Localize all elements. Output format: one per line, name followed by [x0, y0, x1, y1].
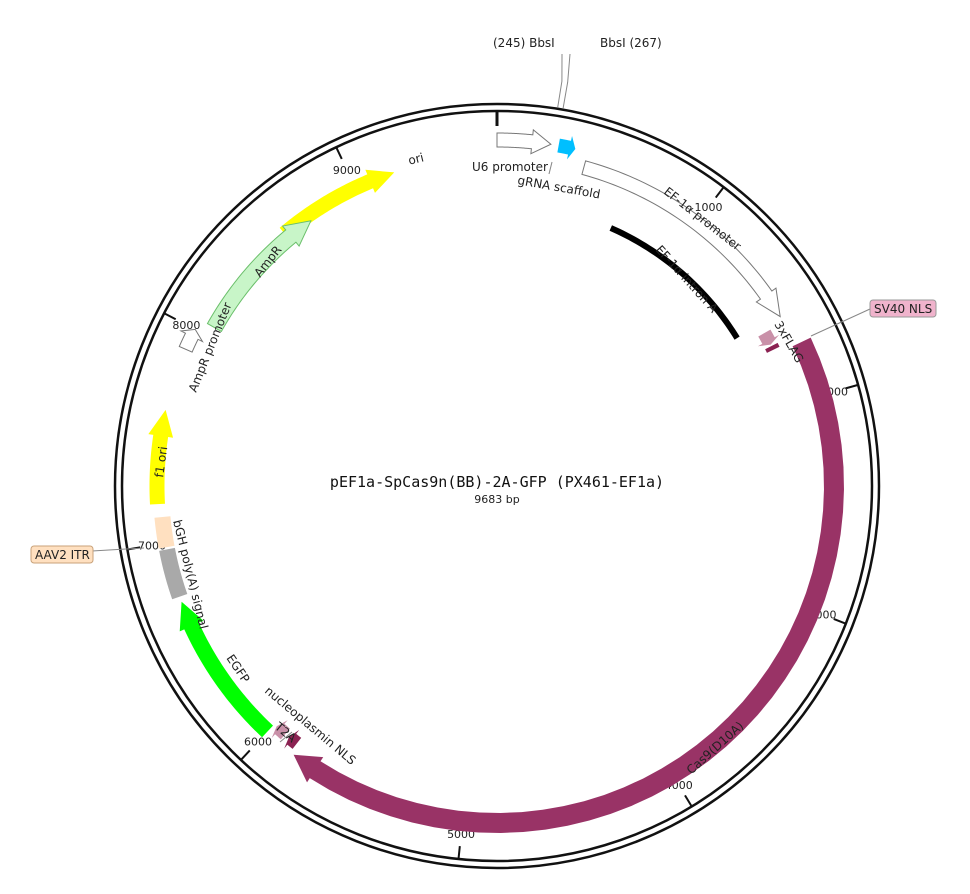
- site-label-bbsi-245[interactable]: (245) BbsI: [493, 36, 555, 50]
- feature-ef1a-intron-a[interactable]: [609, 225, 740, 340]
- feature-label-ori[interactable]: ori: [407, 150, 426, 167]
- site-leader-bbsi-267: [562, 53, 571, 109]
- callouts: SV40 NLS AAV2 ITR: [30, 299, 937, 564]
- feature-ampr-promoter[interactable]: [178, 328, 204, 353]
- plasmid-title: pEF1a-SpCas9n(BB)-2A-GFP (PX461-EF1a): [330, 473, 664, 491]
- feature-bgh-polya[interactable]: [159, 547, 188, 600]
- site-leader-bbsi-245: [557, 53, 563, 108]
- backbone-outer-ring: [113, 102, 881, 870]
- feature-label-3xflag[interactable]: 3xFLAG: [771, 319, 806, 366]
- plasmid-length: 9683 bp: [474, 493, 519, 506]
- tick-mark-5000: [457, 845, 461, 860]
- feature-t2a[interactable]: [271, 720, 290, 740]
- tick-label-8000: 8000: [172, 319, 200, 332]
- feature-f1-ori[interactable]: [148, 409, 174, 505]
- tick-mark-6000: [240, 749, 251, 761]
- restriction-sites: (245) BbsI BbsI (267): [493, 36, 662, 109]
- feature-label-u6-promoter[interactable]: U6 promoter: [472, 160, 548, 174]
- nucleoplasmin-nls-leader: [279, 731, 293, 743]
- feature-ef1a-promoter[interactable]: [581, 160, 781, 318]
- tick-mark-9000: [335, 146, 343, 160]
- feature-u6-promoter[interactable]: [496, 128, 552, 155]
- grna-scaffold-leader: [548, 161, 553, 175]
- feature-labels: ori U6 promoter gRNA scaffold EF-1α prom…: [152, 150, 806, 777]
- feature-nucleoplasmin-nls[interactable]: [284, 729, 302, 749]
- tick-mark-8000: [163, 312, 177, 321]
- feature-3xflag[interactable]: [757, 329, 780, 347]
- tick-label-1000: 1000: [695, 201, 723, 214]
- site-label-bbsi-267[interactable]: BbsI (267): [600, 36, 662, 50]
- feature-label-f1-ori[interactable]: f1 ori: [152, 445, 170, 478]
- sv40-nls-callout-box[interactable]: [869, 299, 937, 318]
- feature-label-ef1a-intron-a[interactable]: EF-1α intron A: [653, 243, 721, 316]
- sv40-nls-callout-label[interactable]: SV40 NLS: [874, 302, 932, 316]
- feature-ampr[interactable]: [206, 220, 312, 333]
- sv40-nls-callout-leader: [810, 308, 871, 337]
- feature-label-grna-scaffold[interactable]: gRNA scaffold: [516, 173, 601, 201]
- tick-mark-4000: [684, 794, 693, 807]
- feature-grna-scaffold[interactable]: [557, 135, 576, 160]
- feature-cas9[interactable]: [293, 337, 844, 833]
- feature-aav2-itr[interactable]: [154, 516, 175, 549]
- feature-sv40-nls[interactable]: [765, 342, 780, 353]
- features: [148, 128, 844, 833]
- feature-egfp[interactable]: [179, 601, 274, 738]
- tick-mark-1000: [714, 186, 725, 199]
- tick-label-6000: 6000: [244, 736, 272, 749]
- tick-mark-2000: [845, 383, 859, 390]
- tick-mark-3000: [833, 617, 847, 625]
- aav2-itr-callout-leader: [91, 547, 145, 552]
- aav2-itr-callout-label[interactable]: AAV2 ITR: [35, 548, 90, 562]
- aav2-itr-callout-box[interactable]: [30, 545, 94, 564]
- tick-label-9000: 9000: [333, 164, 361, 177]
